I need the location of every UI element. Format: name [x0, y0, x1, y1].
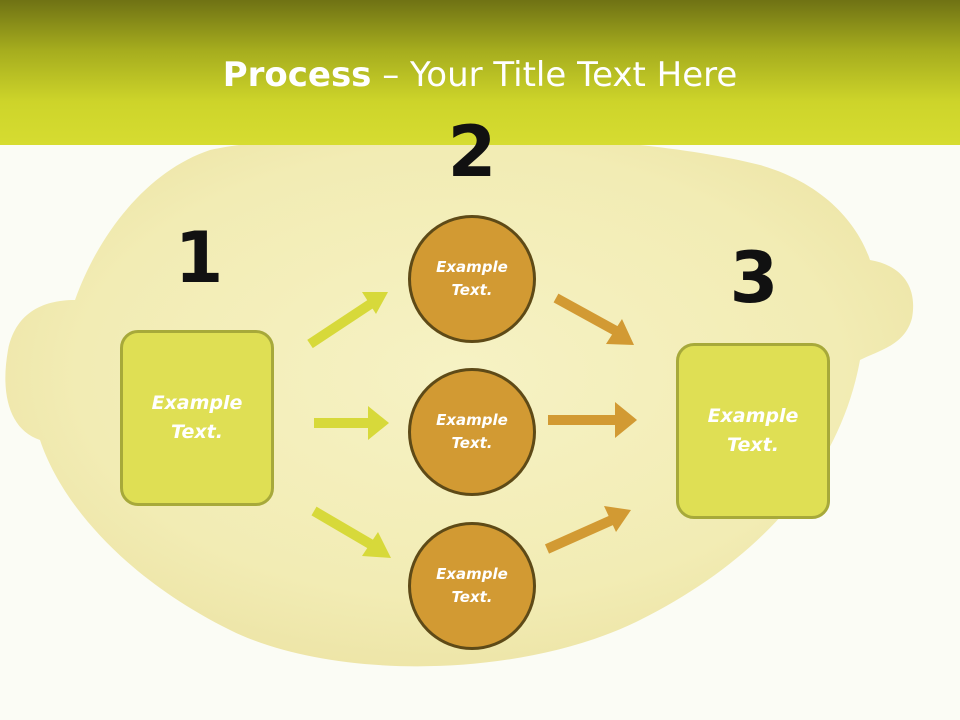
title-rest: – Your Title Text Here: [371, 55, 738, 95]
arrow-left-to-top: [307, 292, 388, 349]
title-bold: Process: [222, 55, 372, 95]
circle-middle-line2: Text.: [451, 434, 493, 452]
arrow-left-to-bottom: [311, 506, 391, 558]
box-left-line1: Example: [151, 392, 243, 414]
circle-top-line1: Example: [436, 258, 508, 276]
step-number-1: 1: [174, 217, 224, 299]
circle-bottom-line2: Text.: [451, 588, 493, 606]
arrow-middle-to-right: [548, 402, 637, 438]
header-bar: [0, 0, 960, 145]
process-circle-bottom: Example Text.: [408, 522, 536, 650]
circle-middle-line1: Example: [436, 411, 508, 429]
box-right-line1: Example: [707, 405, 799, 427]
arrow-top-to-right: [553, 293, 634, 345]
circle-top-line2: Text.: [451, 281, 493, 299]
process-box-left: Example Text.: [120, 330, 274, 506]
process-box-right: Example Text.: [676, 343, 830, 519]
arrow-bottom-to-right: [544, 506, 631, 554]
process-circle-top: Example Text.: [408, 215, 536, 343]
box-right-line2: Text.: [727, 434, 779, 456]
slide-title: Process – Your Title Text Here: [0, 52, 960, 98]
arrow-left-to-middle: [314, 406, 389, 440]
step-number-3: 3: [729, 237, 779, 319]
process-circle-middle: Example Text.: [408, 368, 536, 496]
box-left-line2: Text.: [171, 421, 223, 443]
step-number-2: 2: [447, 111, 497, 193]
circle-bottom-line1: Example: [436, 565, 508, 583]
